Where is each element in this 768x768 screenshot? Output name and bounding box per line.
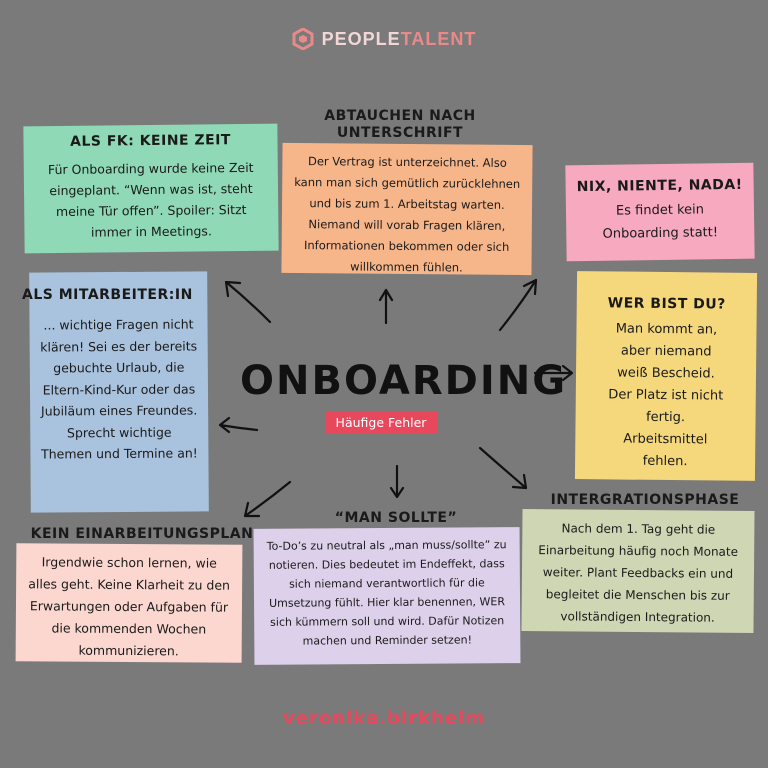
- footer-handle: veronika.birkheim: [283, 708, 485, 729]
- card-plan-body: Irgendwie schon lernen, wie alles geht. …: [28, 554, 231, 659]
- logo-text-part1: PEOPLE: [321, 28, 401, 49]
- card-abtauchen-title: ABTAUCHEN NACH UNTERSCHRIFT: [324, 108, 476, 141]
- card-fk: ALS FK: KEINE ZEIT Für Onboarding wurde …: [23, 123, 279, 254]
- card-mitarbeiter: ... wichtige Fragen nicht klären! Sei es…: [29, 271, 209, 513]
- arrow-to-plan: [243, 480, 292, 518]
- logo: PEOPLETALENT: [0, 28, 768, 50]
- arrow-to-mitarbeiter: [218, 416, 259, 434]
- arrow-to-integration: [478, 446, 528, 490]
- card-wer-body: Man kommt an, aber niemand weiß Bescheid…: [608, 321, 724, 470]
- card-wer: WER BIST DU? Man kommt an, aber niemand …: [574, 271, 758, 481]
- card-sollte-title: “MAN SOLLTE”: [334, 510, 458, 526]
- arrow-to-nix: [498, 278, 538, 332]
- card-mitarbeiter-title: ALS MITARBEITER:IN: [22, 287, 193, 303]
- arrow-to-abtauchen: [378, 288, 394, 325]
- arrow-to-sollte: [389, 464, 405, 499]
- card-sollte: To-Do’s zu neutral als „man muss/sollte”…: [253, 527, 521, 665]
- logo-text-part2: TALENT: [400, 28, 477, 49]
- card-plan-title: KEIN EINARBEITUNGSPLAN: [30, 526, 254, 542]
- card-nix-body: Es findet kein Onboarding statt!: [602, 202, 719, 242]
- center-badge: Häufige Fehler: [325, 412, 437, 434]
- card-integration-body: Nach dem 1. Tag geht die Einarbeitung hä…: [538, 521, 739, 625]
- arrow-to-wer: [533, 364, 574, 382]
- card-fk-body: Für Onboarding wurde keine Zeit eingepla…: [47, 159, 254, 240]
- card-integration: Nach dem 1. Tag geht die Einarbeitung hä…: [521, 508, 755, 634]
- center-title: ONBOARDING: [240, 358, 568, 404]
- card-mitarbeiter-body: ... wichtige Fragen nicht klären! Sei es…: [40, 316, 198, 462]
- card-integration-title: INTERGRATIONSPHASE: [550, 492, 740, 508]
- card-abtauchen-body: Der Vertrag ist unterzeichnet. Also kann…: [294, 154, 521, 275]
- card-plan: Irgendwie schon lernen, wie alles geht. …: [15, 543, 243, 663]
- logo-text: PEOPLETALENT: [322, 29, 477, 50]
- card-wer-title: WER BIST DU?: [607, 295, 726, 313]
- card-fk-title: ALS FK: KEINE ZEIT: [69, 132, 232, 150]
- card-sollte-body: To-Do’s zu neutral als „man muss/sollte”…: [266, 538, 507, 648]
- card-nix: NIX, NIENTE, NADA! Es findet kein Onboar…: [565, 162, 755, 262]
- card-abtauchen: Der Vertrag ist unterzeichnet. Also kann…: [281, 142, 533, 276]
- arrow-to-fk: [224, 280, 272, 324]
- hexagon-logo-icon: [292, 28, 314, 50]
- card-nix-title: NIX, NIENTE, NADA!: [576, 176, 743, 196]
